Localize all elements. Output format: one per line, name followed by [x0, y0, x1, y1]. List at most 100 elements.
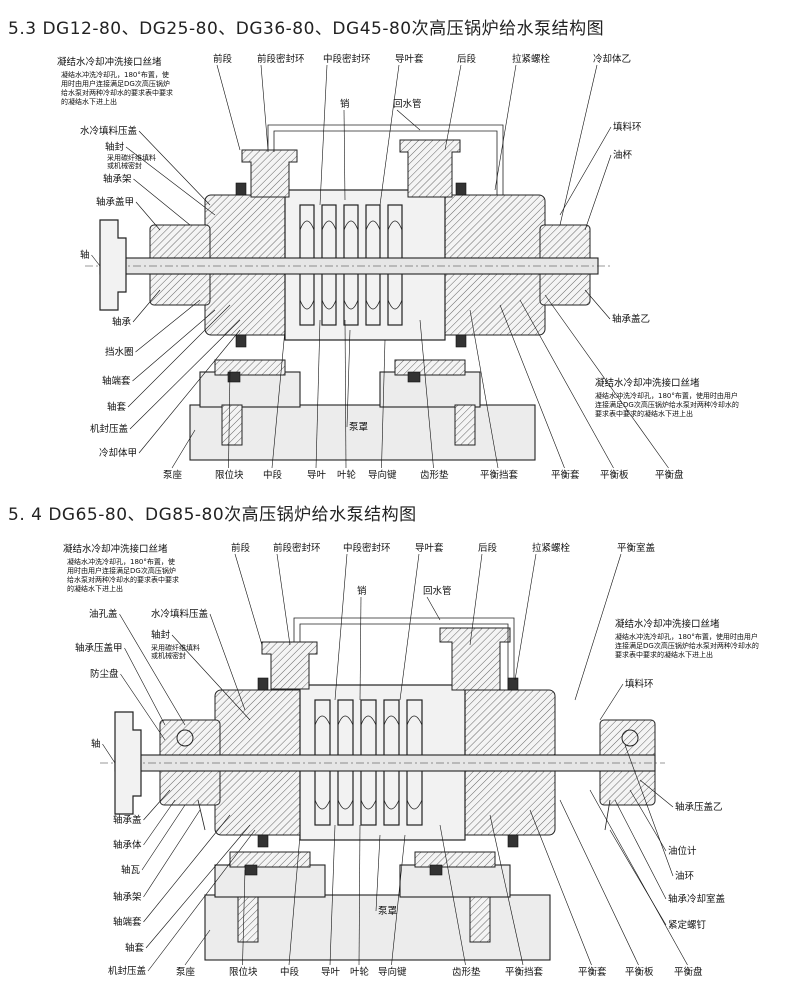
leader-line	[143, 789, 171, 821]
part-label-mid: 回水管	[393, 98, 422, 110]
part-label-bottom: 平衡盘	[655, 469, 684, 481]
part-label-left: 轴套	[107, 401, 127, 413]
leader-line	[124, 647, 166, 726]
leader-line	[444, 64, 462, 151]
suction-nozzle	[261, 641, 318, 690]
pump-foot-left	[214, 864, 326, 898]
note-title-right: 凝结水冷却冲洗接口丝堵	[595, 377, 700, 389]
leader-line	[242, 869, 246, 966]
part-label-bottom: 平衡套	[578, 966, 607, 978]
leader-line	[584, 289, 611, 320]
part-label-left: 防尘盘	[90, 668, 119, 680]
part-label-bottom: 平衡板	[625, 966, 654, 978]
part-label-bottom: 泵座	[176, 966, 196, 978]
leader-line	[419, 319, 434, 469]
part-label-right: 紧定螺钉	[668, 919, 707, 931]
leader-line	[574, 553, 622, 701]
leader-line	[147, 829, 256, 972]
part-label-left: 轴承盖	[113, 814, 142, 826]
leader-line	[391, 834, 406, 966]
part-label-top: 拉紧螺栓	[532, 542, 571, 554]
part-label-left: 轴承架	[103, 173, 132, 185]
part-label-left: 轴套	[125, 942, 145, 954]
leader-line	[319, 64, 328, 206]
leader-line	[624, 744, 674, 877]
pump-foot-right	[399, 864, 511, 898]
diagram-2-title: 5. 4 DG65-80、DG85-80次高压锅炉给水泵结构图	[8, 505, 417, 525]
leader-line	[514, 553, 537, 681]
leader-line	[132, 289, 161, 323]
part-label-top: 导叶套	[395, 53, 424, 65]
note-line: 给水泵对两种冷却水的要求表中要求	[67, 575, 179, 584]
pump-drawing-1	[85, 124, 610, 461]
leader-line	[216, 64, 241, 151]
note-line: 用时由用户连接满足DG次高压锅炉	[61, 79, 170, 88]
part-label-right: 轴承压盖乙	[675, 801, 723, 813]
leader-line	[426, 596, 441, 621]
part-label-top: 前段	[231, 542, 251, 554]
leader-line	[135, 201, 161, 231]
note-line: 用时由用户连接满足DG次高压锅炉	[67, 566, 176, 575]
leader-line	[379, 64, 400, 206]
leader-line	[271, 329, 286, 469]
leader-line	[499, 304, 565, 469]
note-line: 要求表中要求的凝结水下进上出	[615, 650, 713, 659]
shaft-seal-note: 采用碳纤维填料	[107, 153, 156, 162]
part-label-left: 轴端套	[102, 375, 131, 387]
leader-line	[559, 126, 612, 216]
part-label-bottom: 齿形垫	[452, 966, 481, 978]
leader-line	[544, 294, 669, 469]
part-label-left: 轴封	[151, 629, 171, 641]
leader-line	[171, 429, 196, 469]
note-line: 凝结水冲洗冷却孔，180°布置，使用时由用户	[595, 391, 738, 400]
part-label-left: 轴瓦	[121, 864, 141, 876]
leader-line	[138, 130, 211, 206]
part-label-top: 平衡室盖	[617, 542, 656, 554]
part-label-right: 油杯	[613, 149, 633, 161]
part-label-left: 轴	[80, 249, 90, 261]
leader-line	[141, 804, 186, 871]
part-label-bottom: 泵座	[163, 469, 183, 481]
note-line: 的凝结水下进上出	[61, 97, 117, 106]
part-label-top: 拉紧螺栓	[512, 53, 551, 65]
leader-line	[381, 339, 386, 469]
leader-line	[171, 634, 251, 721]
leader-line	[288, 834, 301, 966]
part-label-top: 中段密封环	[323, 53, 371, 65]
leader-line	[143, 799, 176, 846]
part-label-left: 水冷填料压盖	[151, 608, 209, 620]
part-label-mid: 销	[340, 98, 350, 110]
part-label-right: 油位计	[668, 845, 697, 857]
leader-line	[138, 329, 241, 454]
part-label-left: 水冷填料压盖	[80, 125, 138, 137]
part-label-bottom: 平衡挡套	[480, 469, 519, 481]
leader-line	[184, 929, 211, 966]
diagram-1-title: 5.3 DG12-80、DG25-80、DG36-80、DG45-80次高压锅炉…	[8, 19, 605, 39]
part-label-left: 机封压盖	[108, 965, 147, 977]
leader-line	[358, 824, 361, 966]
leader-line	[639, 779, 674, 808]
leader-line	[396, 109, 421, 131]
note-line: 凝结水冲洗冷却孔，180°布置，使	[61, 70, 169, 79]
leader-line	[344, 319, 347, 469]
leader-line	[359, 596, 362, 701]
leader-line	[91, 254, 101, 267]
leader-line	[439, 824, 466, 966]
note-line: 给水泵对两种冷却水的要求表中要求	[61, 88, 173, 97]
leader-line	[135, 299, 201, 353]
discharge-nozzle	[399, 139, 461, 198]
note-line: 连接满足DG次高压锅炉给水泵对两种冷却水的	[615, 641, 759, 650]
leader-line	[399, 553, 420, 701]
part-label-bottom: 导向键	[378, 966, 407, 978]
part-label-top: 前段密封环	[257, 53, 305, 65]
part-label-mid: 回水管	[423, 585, 452, 597]
coupling	[99, 219, 127, 311]
leader-line	[143, 809, 201, 898]
leader-line	[584, 154, 612, 231]
leader-line	[125, 146, 216, 216]
part-label-center: 泵罩	[378, 906, 397, 917]
part-label-left: 油孔盖	[89, 608, 118, 620]
leader-line	[589, 789, 688, 966]
leader-line	[559, 64, 598, 226]
